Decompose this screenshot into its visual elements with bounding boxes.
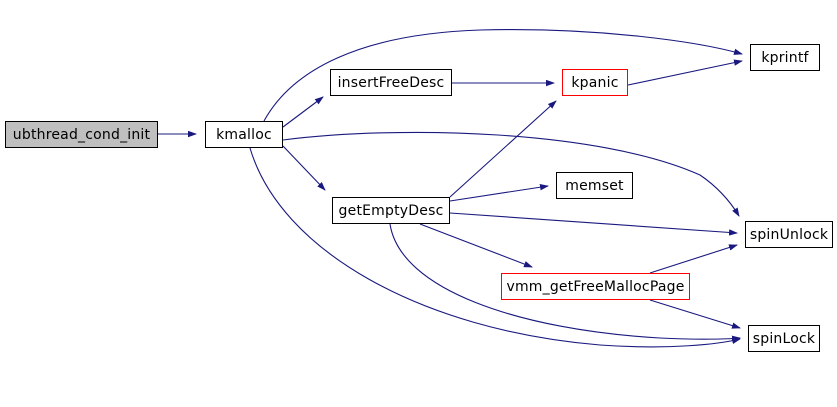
node-label-vmm_getFreeMallocPage: vmm_getFreeMallocPage <box>506 278 685 295</box>
edge-getEmptyDesc-to-vmm_getFreeMallocPage <box>419 223 533 268</box>
node-ubthread_cond_init[interactable]: ubthread_cond_init <box>5 121 158 148</box>
node-label-spinUnlock: spinUnlock <box>749 226 829 243</box>
node-label-ubthread_cond_init: ubthread_cond_init <box>12 126 151 143</box>
edge-kmalloc-to-spinLock <box>249 147 741 348</box>
node-label-kprintf: kprintf <box>761 49 809 66</box>
edge-getEmptyDesc-to-spinUnlock <box>449 212 738 236</box>
node-label-kmalloc: kmalloc <box>216 126 272 143</box>
node-label-spinLock: spinLock <box>752 330 816 347</box>
node-insertFreeDesc[interactable]: insertFreeDesc <box>330 69 452 96</box>
node-label-getEmptyDesc: getEmptyDesc <box>338 202 444 219</box>
node-kmalloc[interactable]: kmalloc <box>205 121 283 148</box>
node-label-kpanic: kpanic <box>571 74 619 91</box>
edge-vmm_getFreeMallocPage-to-spinLock <box>649 299 741 329</box>
node-label-memset: memset <box>565 177 624 194</box>
edge-kmalloc-to-insertFreeDesc <box>282 96 324 128</box>
edge-getEmptyDesc-to-memset <box>449 184 549 202</box>
node-spinLock[interactable]: spinLock <box>748 325 820 352</box>
node-label-insertFreeDesc: insertFreeDesc <box>337 74 445 91</box>
edge-getEmptyDesc-to-kpanic <box>449 100 557 198</box>
edge-kmalloc-to-getEmptyDesc <box>282 145 326 191</box>
node-spinUnlock[interactable]: spinUnlock <box>745 221 833 248</box>
node-getEmptyDesc[interactable]: getEmptyDesc <box>332 197 450 224</box>
node-vmm_getFreeMallocPage[interactable]: vmm_getFreeMallocPage <box>501 273 690 300</box>
node-kprintf[interactable]: kprintf <box>750 44 820 71</box>
node-memset[interactable]: memset <box>556 172 633 199</box>
edge-kpanic-to-kprintf <box>627 59 743 86</box>
node-kpanic[interactable]: kpanic <box>562 69 628 96</box>
edge-vmm_getFreeMallocPage-to-spinUnlock <box>649 244 738 274</box>
